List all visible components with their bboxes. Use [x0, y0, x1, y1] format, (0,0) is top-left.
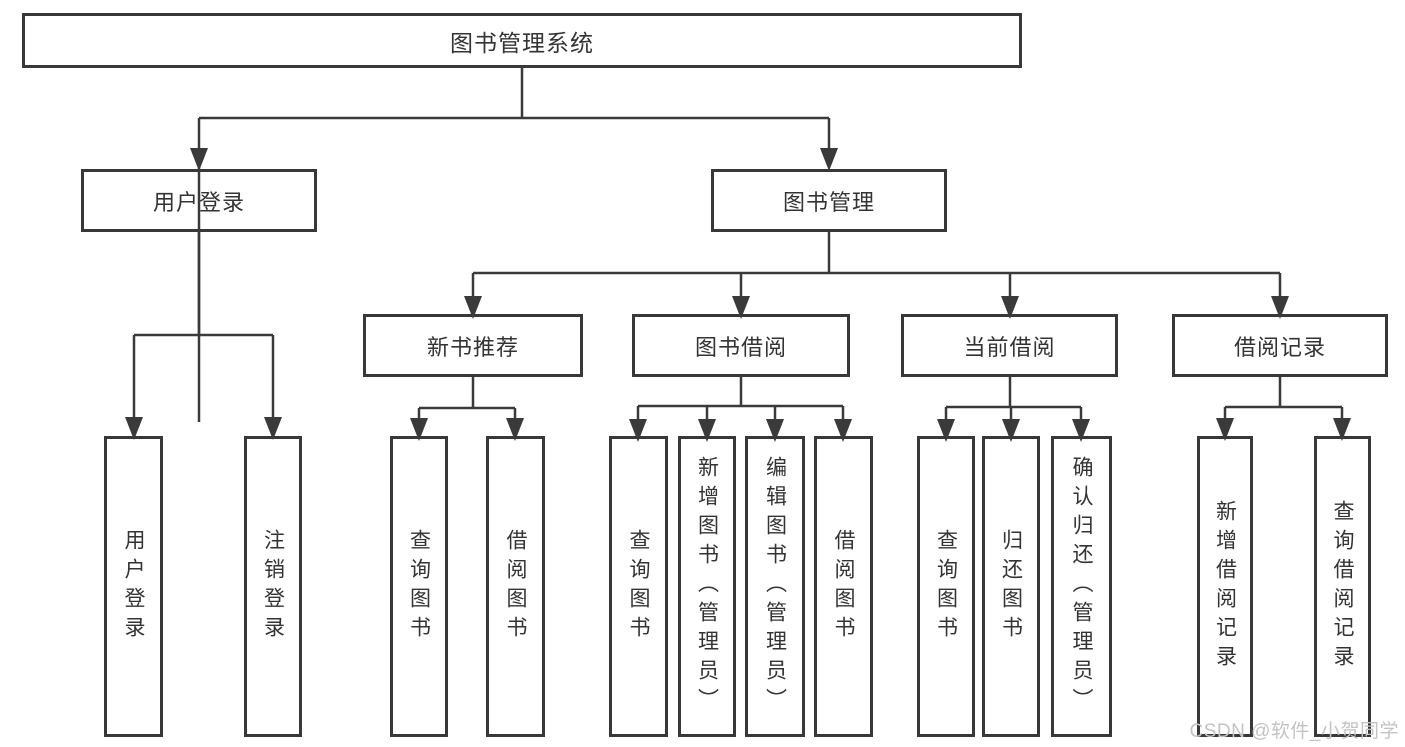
- node-label: 借阅记录: [1233, 334, 1326, 360]
- leaf-label: 查询借阅记录: [1331, 499, 1354, 674]
- node-new-book-recommend: 新书推荐: [363, 314, 583, 377]
- leaf-label: 新增借阅记录: [1213, 499, 1237, 674]
- node-user-login: 用户登录: [81, 169, 317, 232]
- node-current-borrowing: 当前借阅: [901, 314, 1118, 377]
- node-borrowing-records: 借阅记录: [1172, 314, 1388, 377]
- leaf-label: 归还图书: [999, 528, 1023, 645]
- leaf-user-login: 用户登录: [104, 436, 163, 737]
- csdn-watermark: CSDN @软件_小贺同学: [1189, 721, 1399, 742]
- node-label: 新书推荐: [426, 334, 519, 360]
- leaf-label: 注销登录: [261, 528, 285, 645]
- leaf-label: 借阅图书: [504, 528, 527, 645]
- leaf-borrow-books-recommend: 借阅图书: [486, 436, 545, 737]
- leaf-query-books-current: 查询图书: [917, 436, 975, 737]
- leaf-label: 确认归还（管理员）: [1070, 456, 1093, 717]
- leaf-query-books-borrowing: 查询图书: [609, 436, 668, 737]
- leaf-borrow-books: 借阅图书: [814, 436, 873, 737]
- node-library-management-system: 图书管理系统: [22, 13, 1022, 68]
- node-book-borrowing: 图书借阅: [632, 314, 850, 377]
- leaf-label: 新增图书（管理员）: [695, 456, 719, 717]
- arrowhead-icon: [820, 148, 838, 171]
- leaf-label: 查询图书: [627, 528, 650, 645]
- leaf-add-book-admin: 新增图书（管理员）: [678, 436, 736, 737]
- leaf-logout: 注销登录: [244, 436, 302, 737]
- node-label: 图书借阅: [694, 334, 787, 360]
- arrowhead-icon: [190, 148, 208, 171]
- node-book-management: 图书管理: [711, 169, 947, 232]
- node-label: 当前借阅: [963, 334, 1056, 360]
- leaf-query-books-recommend: 查询图书: [390, 436, 448, 737]
- leaf-confirm-return-admin: 确认归还（管理员）: [1051, 436, 1112, 737]
- leaf-add-borrow-record: 新增借阅记录: [1197, 436, 1253, 737]
- leaf-query-borrow-record: 查询借阅记录: [1314, 436, 1371, 737]
- node-label: 图书管理系统: [450, 29, 594, 56]
- leaf-return-book: 归还图书: [982, 436, 1040, 737]
- node-label: 用户登录: [152, 189, 245, 215]
- leaf-label: 用户登录: [122, 528, 145, 645]
- leaf-label: 查询图书: [407, 528, 431, 645]
- leaf-edit-book-admin: 编辑图书（管理员）: [745, 436, 805, 737]
- leaf-label: 编辑图书（管理员）: [763, 456, 787, 717]
- leaf-label: 查询图书: [934, 528, 958, 645]
- leaf-label: 借阅图书: [832, 528, 855, 645]
- node-label: 图书管理: [782, 189, 875, 215]
